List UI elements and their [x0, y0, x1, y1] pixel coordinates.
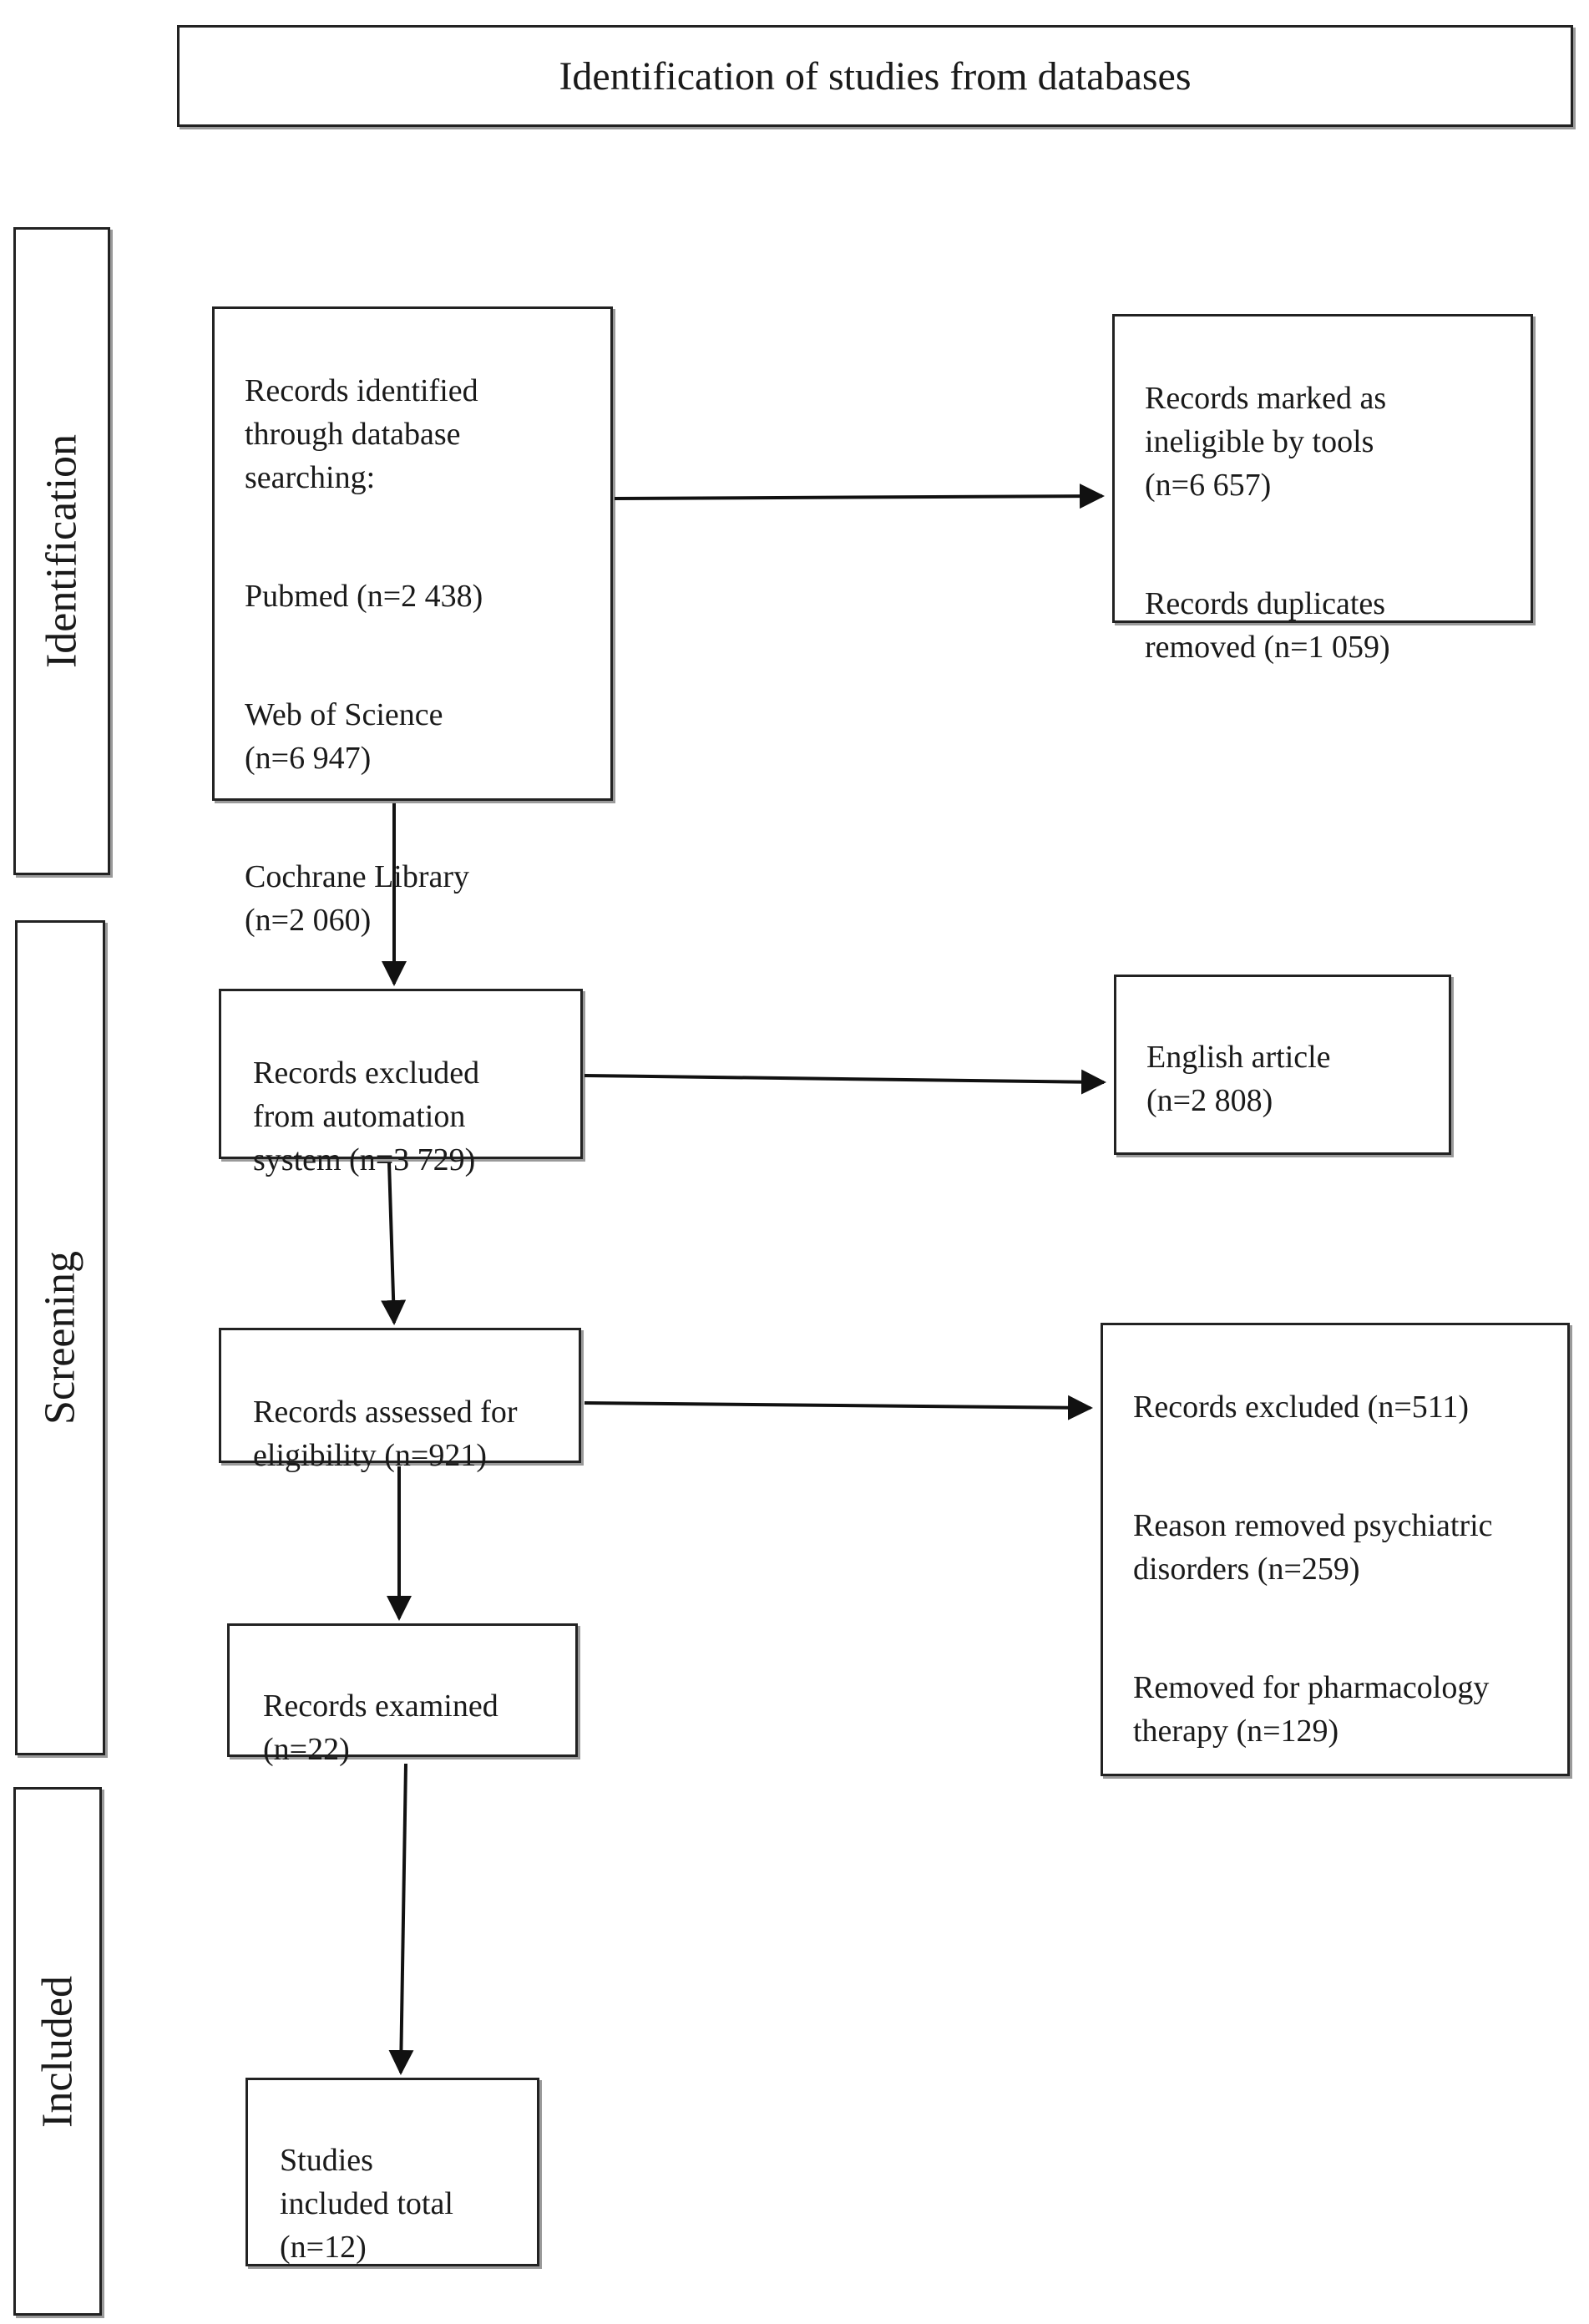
records-excluded-total: Records excluded (n=511) [1133, 1390, 1470, 1425]
records-duplicates: Records duplicates removed (n=1 059) [1145, 586, 1390, 665]
arrow-identified-to-removed [614, 484, 1105, 509]
phase-included: Included [13, 1787, 102, 2316]
records-pubmed: Pubmed (n=2 438) [245, 579, 483, 614]
records-cochrane: Cochrane Library (n=2 060) [245, 859, 470, 938]
phase-screening: Screening [15, 920, 105, 1755]
english-article-box: English article (n=2 808) [1114, 975, 1451, 1155]
records-excluded-automation-text: Records excluded from automation system … [253, 1056, 480, 1177]
arrow-excluded-automation-to-assessed [381, 1162, 407, 1325]
records-examined-box: Records examined (n=22) [227, 1623, 578, 1767]
english-article-text: English article (n=2 808) [1146, 1040, 1331, 1118]
arrow-examined-to-included [388, 1763, 414, 2075]
records-identified-intro: Records identified through database sear… [245, 373, 478, 495]
arrow-excluded-automation-to-english [584, 1069, 1106, 1095]
studies-included-text: Studies included total (n=12) [280, 2143, 453, 2265]
records-excluded-box: Records excluded (n=511) Reason removed … [1101, 1323, 1570, 1776]
records-ineligible: Records marked as ineligible by tools (n… [1145, 381, 1387, 503]
title-box: Identification of studies from databases [177, 25, 1573, 127]
records-web-of-science: Web of Science (n=6 947) [245, 697, 443, 776]
records-identified-box: Records identified through database sear… [212, 306, 613, 938]
records-excluded-psychiatric: Reason removed psychiatric disorders (n=… [1133, 1508, 1493, 1587]
records-assessed-box: Records assessed for eligibility (n=921) [219, 1328, 581, 1473]
records-excluded-automation-box: Records excluded from automation system … [219, 989, 583, 1177]
records-examined-text: Records examined (n=22) [263, 1689, 498, 1767]
arrow-assessed-to-excluded [584, 1395, 1093, 1420]
records-excluded-pharmacology: Removed for pharmacology therapy (n=129) [1133, 1670, 1490, 1749]
studies-included-box: Studies included total (n=12) [245, 2078, 539, 2266]
records-removed-box: Records marked as ineligible by tools (n… [1112, 314, 1533, 665]
records-assessed-text: Records assessed for eligibility (n=921) [253, 1395, 518, 1473]
phase-identification: Identification [13, 227, 110, 875]
diagram-title: Identification of studies from databases [559, 53, 1192, 99]
